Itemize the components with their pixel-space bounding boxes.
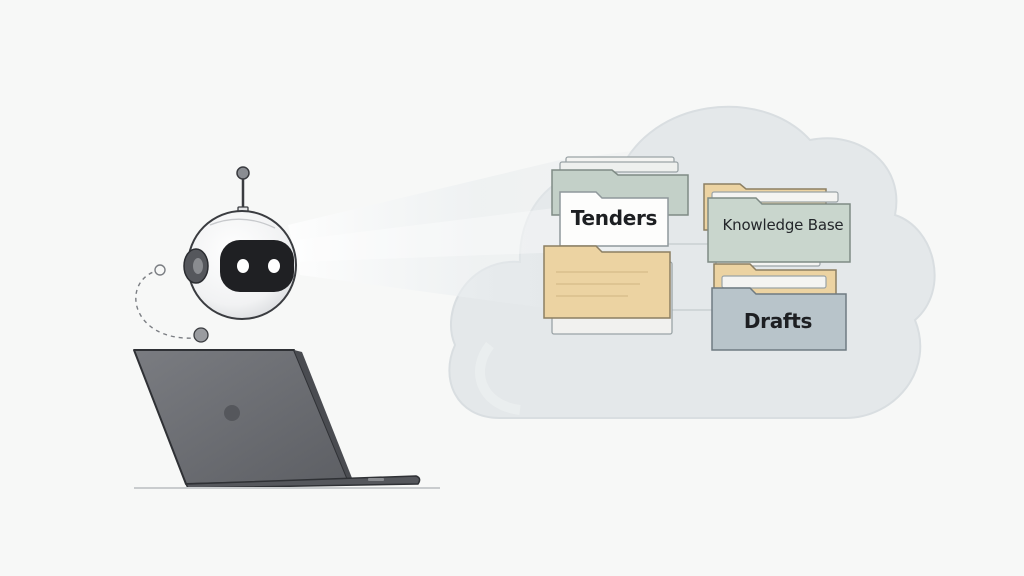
folder-drafts[interactable] [711, 263, 847, 351]
tenders-label: Tenders [570, 206, 658, 230]
folder-knowledge-base[interactable] [703, 183, 851, 267]
connector-lines [668, 243, 712, 311]
orbit-path [135, 264, 209, 343]
folder-tenders[interactable] [543, 245, 673, 335]
knowledge-base-label: Knowledge Base [722, 216, 844, 234]
robot-icon [183, 166, 297, 320]
laptop-icon [133, 349, 440, 489]
drafts-label: Drafts [743, 309, 813, 333]
